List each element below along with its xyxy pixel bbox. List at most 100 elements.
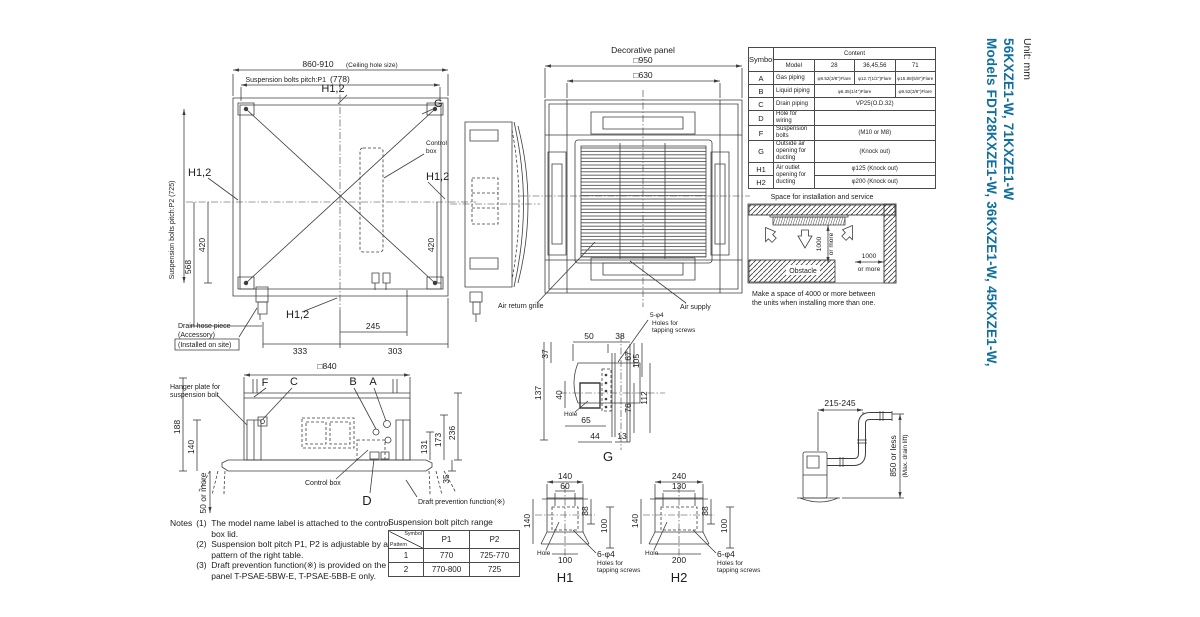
spec-model-header: Model (773, 59, 815, 72)
g-dim-112: 112 (639, 391, 649, 405)
label-g: G (434, 98, 443, 110)
spec-cell: F (748, 125, 774, 141)
control-box-label-1: Control (426, 140, 448, 147)
dim-ceiling-hole-note: (Ceiling hole size) (346, 62, 398, 69)
spec-cell: φ200 (Knock out) (813, 175, 936, 189)
g-dim-44: 44 (590, 431, 600, 441)
h1-detail-shapes (533, 480, 614, 558)
note-number: (3) (196, 560, 207, 570)
plan-view-drawing: 860-910 (Ceiling hole size) Suspension b… (169, 59, 485, 356)
dim-333: 333 (293, 346, 307, 356)
h1-dim-88: 88 (580, 506, 590, 516)
spec-cell: Air outlet opening for ducting (773, 162, 815, 189)
dim-303: 303 (388, 346, 402, 356)
g-dim-50: 50 (584, 331, 594, 341)
h2-dim-bottom: 200 (672, 555, 686, 565)
spec-cell (813, 110, 936, 126)
air-supply-label: Air supply (680, 304, 711, 311)
drain-lift-drawing: 215-245 850 or less (Max. drain lift) (790, 398, 909, 520)
side-profile-outline (450, 122, 540, 322)
pitch-corner-symbol: Symbol (404, 531, 422, 537)
drain-lift-shapes (797, 408, 904, 502)
label-f: F (262, 377, 269, 389)
pitch-table-title: Suspension bolt pitch range (388, 517, 493, 527)
dim-188: 188 (172, 420, 182, 434)
dim-50-or-more: 50 or more (198, 472, 208, 513)
note-number: (2) (196, 539, 207, 549)
pitch-table-block: Suspension bolt pitch range Symbol Patte… (388, 517, 520, 577)
g-dim-65: 65 (581, 415, 591, 425)
spec-cell: Drain piping (773, 97, 815, 111)
g-dim-37: 37 (540, 349, 550, 359)
drain-hose-label-2: (Accessory) (178, 332, 215, 339)
label-h12-top: H1,2 (321, 83, 344, 95)
panel-dimensions (545, 64, 742, 98)
control-box-label-2: box (426, 148, 437, 155)
g-detail-shapes (540, 320, 665, 450)
pitch-cell: 725 (469, 562, 520, 577)
spec-content-header: Content (773, 47, 936, 60)
notes-heading: Notes (170, 518, 193, 528)
h2-screws-3: tapping screws (717, 567, 761, 574)
drain-hose-label-3: (Installed on site) (178, 342, 231, 349)
note-text: Suspension bolt pitch P1, P2 is adjustab… (211, 539, 388, 560)
h1-dim-right: 100 (599, 519, 609, 533)
label-a: A (369, 376, 377, 388)
control-box-label: Control box (305, 480, 341, 487)
draft-prevention-label: Draft prevention function(※) (418, 499, 505, 506)
plan-outline (186, 82, 476, 320)
spec-cell: B (748, 84, 774, 98)
obstacle-label: Obstacle (789, 268, 817, 275)
space-note-2: the units when installing more than one. (752, 300, 875, 307)
bottom-view-dimlines (179, 378, 462, 513)
h1-detail-drawing: 140 60 88 140 100 100 Hole 6-φ4 Holes fo… (522, 471, 641, 585)
spec-cell: Outside air opening for ducting (773, 140, 815, 163)
g-dim-76: 76 (623, 403, 633, 413)
dim-245: 245 (366, 321, 380, 331)
drain-dim-850-note: (Max. drain lift) (902, 435, 909, 478)
unit-label: Unit: mm (1021, 38, 1033, 80)
h1-detail-title: H1 (557, 570, 574, 585)
note-text: Draft prevention function(※) is provided… (211, 560, 387, 581)
dim-ceiling-hole: 860-910 (302, 59, 333, 69)
drain-dim-215-245: 215-245 (824, 398, 855, 408)
note-text: The model name label is attached to the … (211, 518, 391, 539)
h1-dim-bottom: 100 (558, 555, 572, 565)
spec-cell: D (748, 110, 774, 126)
h1-screws-3: tapping screws (597, 567, 641, 574)
h1-dim-top-inner: 60 (560, 481, 570, 491)
dim-630: □630 (633, 70, 653, 80)
dim-568: 568 (183, 260, 193, 274)
label-h12-right: H1,2 (426, 171, 449, 183)
dim-131: 131 (419, 440, 429, 454)
label-c: C (290, 376, 298, 388)
spec-model-col: 71 (894, 59, 936, 72)
h1-screws-2: Holes for (597, 560, 624, 567)
g-dim-67: 67 (623, 351, 633, 361)
label-b: B (349, 376, 356, 388)
pitch-cell: 725-770 (469, 548, 520, 563)
side-profile-drawing (450, 100, 545, 350)
pitch-col-p2: P2 (469, 530, 520, 549)
space-note-1: Make a space of 4000 or more between (752, 291, 875, 298)
plan-dimensions (175, 68, 448, 350)
dim-840: □840 (317, 361, 337, 371)
panel-title: Decorative panel (611, 45, 675, 55)
g-dim-137: 137 (533, 386, 543, 400)
hanger-label-2: suspension bolt (170, 392, 219, 399)
pitch-cell: 770 (423, 548, 470, 563)
pitch-col-p1: P1 (423, 530, 470, 549)
h2-screws-1: 6-φ4 (717, 549, 735, 559)
dim-420-right: 420 (426, 238, 436, 252)
models-title-line1: Models FDT28KXZE1-W, 36KXZE1-W, 45KXZE1-… (984, 38, 999, 367)
spec-symbol-header: Symbol (748, 47, 774, 72)
space-dim-more-right: or more (858, 266, 881, 273)
pitch-corner-pattern: Pattern (390, 542, 408, 548)
g-screws-label-3: tapping screws (652, 327, 696, 334)
pitch-corner-cell: Symbol Pattern (388, 530, 424, 549)
spec-cell: Hole for wiring (773, 110, 815, 126)
note-number: (1) (196, 518, 207, 528)
spec-cell: φ9.52(3/8")Flare (813, 71, 855, 85)
space-diagram-shapes (748, 204, 896, 283)
spec-cell: VP25(O.D.32) (813, 97, 936, 111)
